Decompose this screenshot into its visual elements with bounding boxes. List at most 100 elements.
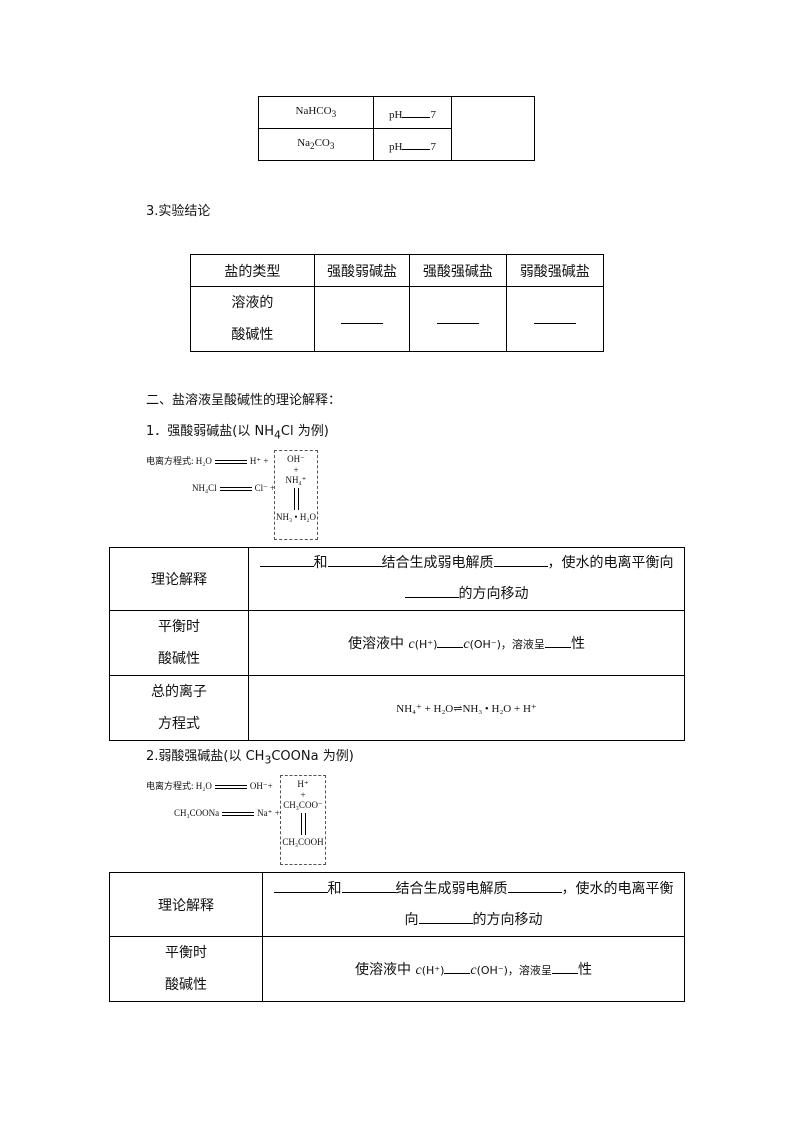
- eq-right: H⁺ +: [249, 456, 269, 466]
- cell-salt-nahco3: NaHCO3: [258, 96, 374, 129]
- cell-salt-na2co3: Na2CO3: [258, 128, 374, 161]
- box-plus: +: [293, 465, 299, 475]
- row-label-theory: 理论解释: [109, 547, 249, 611]
- part2-title: 2.弱酸强碱盐(以 CH3COONa 为例): [146, 749, 354, 767]
- label-line: 酸碱性: [231, 327, 274, 343]
- text: 使溶液中: [348, 636, 405, 652]
- eq-left: CH₃COONa: [174, 808, 220, 818]
- label-line: 平衡时: [158, 619, 200, 635]
- part2-table: 理论解释 和结合生成弱电解质，使水的电离平衡 向的方向移动 平衡时 酸碱性 使溶…: [109, 872, 685, 1002]
- diagram-label: 电离方程式:: [146, 781, 194, 791]
- box-ion: H⁺: [297, 779, 309, 789]
- double-arrow-down-icon: [300, 813, 306, 835]
- answer-blank[interactable]: [444, 961, 471, 974]
- eq-right: OH⁻+: [249, 781, 273, 791]
- ph-blank[interactable]: [402, 105, 431, 118]
- top-table: NaHCO3 pH 7 Na2CO3 pH 7: [258, 96, 535, 161]
- text: ，使水的电离平衡向: [547, 555, 674, 571]
- oh-ion: (OH⁻)，溶液呈: [469, 638, 545, 651]
- label-line: 平衡时: [165, 945, 207, 961]
- label-line: 酸碱性: [158, 651, 200, 667]
- row-label-theory: 理论解释: [109, 872, 263, 937]
- ph-value: 7: [430, 108, 436, 121]
- salt-name: Na2CO3: [297, 137, 335, 152]
- label-line: 酸碱性: [165, 977, 207, 993]
- answer-blank[interactable]: [259, 554, 314, 567]
- row-label-acidity: 溶液的 酸碱性: [190, 286, 315, 352]
- box-plus: +: [300, 790, 306, 800]
- cell-ph-na2co3: pH 7: [372, 128, 453, 161]
- text: ，使水的电离平衡: [561, 880, 674, 897]
- answer-blank[interactable]: [340, 311, 383, 324]
- answer-blank[interactable]: [341, 880, 396, 893]
- label-line: 方程式: [158, 716, 200, 732]
- ph-label: pH: [389, 140, 403, 153]
- c-symbol: c: [470, 963, 477, 978]
- header-strong-acid-strong-base: 强酸强碱盐: [409, 254, 507, 287]
- diagram-label: 电离方程式:: [146, 456, 194, 466]
- answer-blank[interactable]: [327, 554, 382, 567]
- h-ion: (H⁺): [421, 964, 445, 977]
- row-label-ionic-eq: 总的离子 方程式: [109, 675, 249, 741]
- eq-right: Na⁺ +: [257, 808, 280, 818]
- text: 向: [404, 911, 419, 928]
- section-two-title: 二、盐溶液呈酸碱性的理论解释：: [146, 393, 342, 408]
- text: 结合生成弱电解质: [395, 880, 508, 897]
- answer-cell: [313, 286, 411, 352]
- answer-blank[interactable]: [404, 585, 459, 598]
- c-symbol: c: [408, 637, 415, 652]
- header-strong-acid-weak-base: 强酸弱碱盐: [313, 254, 411, 287]
- eq-right: Cl⁻ +: [254, 483, 276, 493]
- answer-blank[interactable]: [507, 880, 562, 893]
- answer-cell: [409, 286, 507, 352]
- theory-cell: 和 结合生成弱电解质 ，使水的电离平衡向 的方向移动: [248, 547, 685, 611]
- answer-blank[interactable]: [418, 911, 473, 924]
- answer-blank[interactable]: [551, 961, 578, 974]
- row-label-balance: 平衡时 酸碱性: [109, 936, 263, 1002]
- answer-blank[interactable]: [533, 311, 576, 324]
- balance-cell: 使溶液中 c(H⁺)c(OH⁻)，溶液呈性: [248, 610, 685, 676]
- ph-label: pH: [389, 108, 403, 121]
- equals-arrow-icon: [214, 784, 247, 789]
- label-line: 溶液的: [231, 295, 274, 311]
- box-ion: CH₃COO⁻: [283, 800, 323, 810]
- salt-name: NaHCO3: [295, 105, 337, 120]
- ph-value: 7: [430, 140, 436, 153]
- eq-left: H₂O: [195, 781, 212, 791]
- text: 性: [570, 636, 585, 652]
- theory-cell: 和 结合生成弱电解质 ，使水的电离平衡 向 的方向移动: [262, 872, 685, 937]
- equals-arrow-icon: [219, 486, 252, 491]
- text: 结合生成弱电解质: [381, 555, 494, 571]
- section-3-title: 3.实验结论: [146, 204, 211, 219]
- text: 和: [327, 880, 342, 897]
- text: 的方向移动: [458, 586, 529, 602]
- answer-blank[interactable]: [544, 635, 571, 648]
- eq-left: NH₄Cl: [192, 483, 217, 493]
- dashed-box: H⁺ + CH₃COO⁻ CH₃COOH: [280, 775, 326, 865]
- box-product: NH₃ • H₂O: [276, 512, 316, 522]
- answer-blank[interactable]: [493, 554, 548, 567]
- answer-blank[interactable]: [436, 311, 479, 324]
- text: 和: [313, 555, 328, 571]
- box-product: CH₃COOH: [282, 837, 324, 847]
- header-salt-type: 盐的类型: [190, 254, 315, 287]
- part1-title: 1．强酸弱碱盐(以 NH4Cl 为例): [146, 424, 329, 442]
- equals-arrow-icon: [214, 459, 247, 464]
- answer-blank[interactable]: [437, 635, 464, 648]
- oh-ion: (OH⁻)，溶液呈: [476, 964, 552, 977]
- ph-blank[interactable]: [402, 137, 431, 150]
- box-ion: NH₄⁺: [285, 475, 307, 485]
- ionic-equation: NH₄⁺ + H₂O⇌NH₃ • H₂O + H⁺: [248, 675, 685, 741]
- text: 的方向移动: [472, 911, 543, 928]
- row-label-balance: 平衡时 酸碱性: [109, 610, 249, 676]
- h-ion: (H⁺): [414, 638, 438, 651]
- c-symbol: c: [463, 637, 470, 652]
- dashed-box: OH⁻ + NH₄⁺ NH₃ • H₂O: [274, 450, 318, 540]
- text: 性: [577, 962, 592, 978]
- label-line: 总的离子: [151, 684, 207, 700]
- eq-left: H₂O: [195, 456, 212, 466]
- c-symbol: c: [415, 963, 422, 978]
- header-weak-acid-strong-base: 弱酸强碱盐: [505, 254, 605, 287]
- part1-table: 理论解释 和 结合生成弱电解质 ，使水的电离平衡向 的方向移动 平衡时 酸碱性 使溶…: [109, 547, 685, 741]
- answer-blank[interactable]: [273, 880, 328, 893]
